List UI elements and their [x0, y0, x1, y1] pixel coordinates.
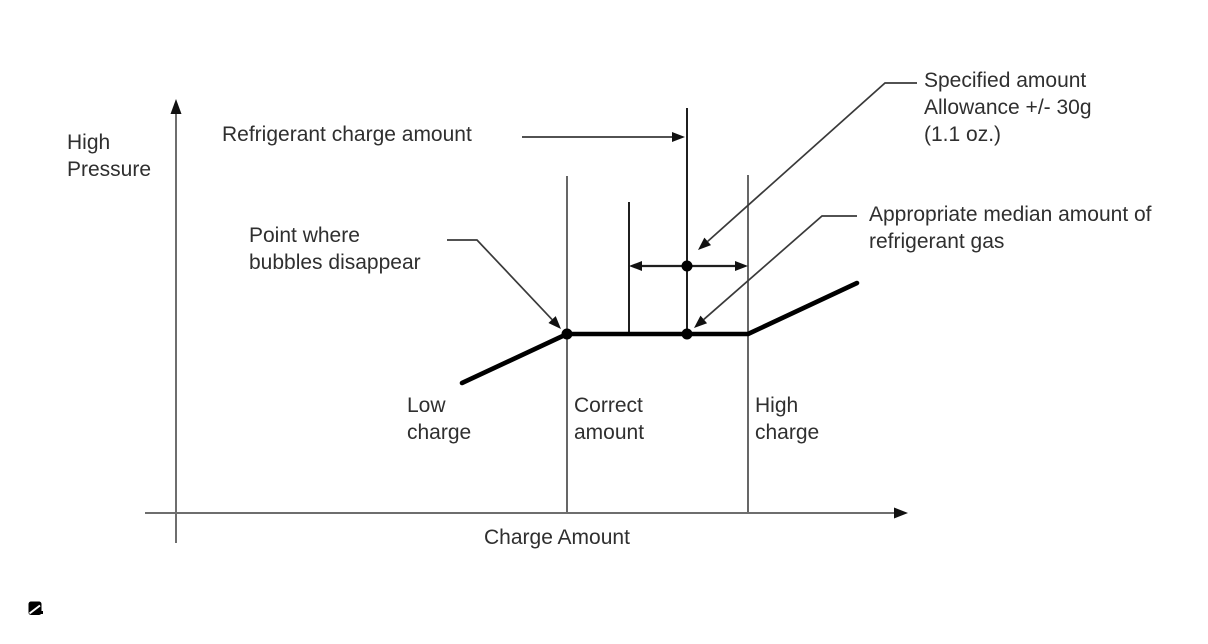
- median-leader-arrow-head: [694, 315, 708, 328]
- specified-amount-label: Specified amount Allowance +/- 30g (1.1 …: [924, 69, 1092, 146]
- median-amount-label: Appropriate median amount of refrigerant…: [869, 203, 1152, 253]
- bubbles-leader-arrow-head: [548, 316, 561, 329]
- y-axis-label: High Pressure: [67, 131, 152, 181]
- x-axis-head: [894, 507, 908, 519]
- low-charge-label: Low charge: [407, 394, 472, 444]
- y-axis-head: [170, 99, 182, 114]
- allowance-range-arrow-head: [735, 261, 748, 271]
- correct-amount-label: Correct amount: [574, 394, 645, 444]
- refrigerant-leader-arrow-head: [672, 132, 685, 142]
- allowance-range-arrow-head: [629, 261, 642, 271]
- median-leader-arrow: [703, 215, 857, 321]
- high-charge-label: High charge: [755, 394, 820, 444]
- specified-point-dot: [681, 260, 693, 272]
- image-reference-button[interactable]: [28, 601, 43, 617]
- bubbles-disappear-label: Point where bubbles disappear: [249, 224, 421, 274]
- specified-leader-arrow: [707, 82, 917, 242]
- refrigerant-charge-label: Refrigerant charge amount: [222, 123, 472, 146]
- pressure-curve: [459, 280, 860, 386]
- specified-leader-arrow-head: [698, 237, 712, 250]
- bubbles-point-dot: [561, 328, 573, 340]
- image-glyph-icon: [28, 601, 43, 615]
- median-point-dot: [681, 328, 693, 340]
- bubbles-leader-arrow: [447, 239, 553, 321]
- x-axis-label: Charge Amount: [484, 526, 630, 549]
